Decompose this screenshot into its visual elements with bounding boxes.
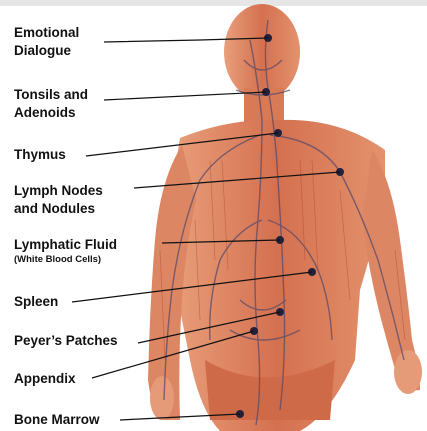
label-lymph-nodes-line2: and Nodules bbox=[14, 201, 95, 216]
label-emotional-line2: Dialogue bbox=[14, 43, 71, 58]
label-lymph-nodes-line1: Lymph Nodes bbox=[14, 183, 103, 198]
label-tonsils-adenoids: Tonsils and Adenoids bbox=[14, 86, 88, 122]
label-lymphatic-fluid-sub: (White Blood Cells) bbox=[14, 254, 117, 265]
label-peyers-patches: Peyer’s Patches bbox=[14, 332, 118, 350]
human-body-figure bbox=[148, 4, 422, 431]
label-emotional-line1: Emotional bbox=[14, 25, 79, 40]
top-edge-band bbox=[0, 0, 427, 6]
label-appendix: Appendix bbox=[14, 370, 76, 388]
label-bone-marrow: Bone Marrow bbox=[14, 411, 100, 429]
label-lymphatic-fluid: Lymphatic Fluid (White Blood Cells) bbox=[14, 236, 117, 265]
label-lymphatic-fluid-main: Lymphatic Fluid bbox=[14, 237, 117, 252]
label-tonsils-line2: Adenoids bbox=[14, 105, 76, 120]
label-lymph-nodes: Lymph Nodes and Nodules bbox=[14, 182, 103, 218]
right-hand-shape bbox=[394, 350, 422, 394]
label-thymus: Thymus bbox=[14, 146, 66, 164]
left-hand-shape bbox=[150, 376, 174, 420]
leader-tonsils bbox=[104, 92, 266, 100]
label-spleen: Spleen bbox=[14, 293, 58, 311]
head-shape bbox=[224, 4, 300, 100]
label-emotional-dialogue: Emotional Dialogue bbox=[14, 24, 79, 60]
label-tonsils-line1: Tonsils and bbox=[14, 87, 88, 102]
